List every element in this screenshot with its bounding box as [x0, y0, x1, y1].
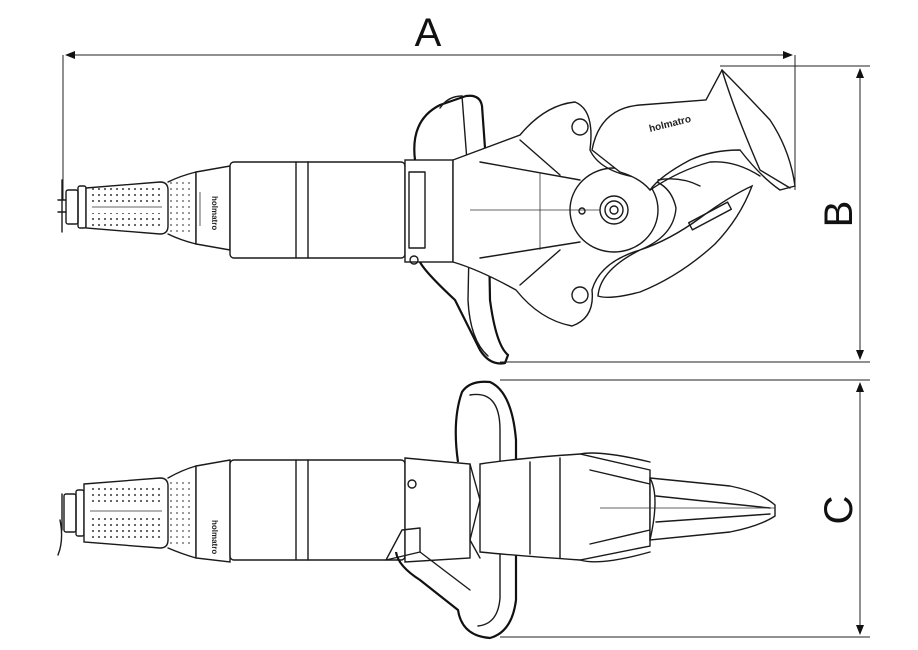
bottom-coupler: [57, 489, 85, 556]
top-coupler: [57, 179, 87, 233]
top-control-ring: holmatro: [195, 165, 231, 251]
top-grip: [85, 171, 197, 245]
bottom-control-ring: holmatro: [195, 459, 231, 563]
top-ring-logo: holmatro: [210, 196, 219, 230]
dimension-c: C: [500, 379, 870, 638]
dimension-a: A: [62, 11, 796, 200]
dimension-c-label: C: [817, 496, 861, 525]
top-upper-blade: holmatro: [591, 68, 796, 192]
bottom-cylinder: [229, 459, 406, 561]
dimension-b: B: [500, 65, 870, 363]
top-housing: [404, 159, 454, 265]
dimension-b-label: B: [817, 201, 861, 228]
top-carry-handle: [413, 94, 510, 365]
bottom-grip: [83, 465, 197, 559]
bottom-view-tool: holmatro: [57, 380, 776, 640]
bottom-housing: [385, 457, 481, 563]
top-view-tool: holmatro: [57, 68, 796, 365]
bottom-ring-logo: holmatro: [210, 520, 219, 554]
bottom-blades: [600, 477, 776, 541]
top-lower-blade: [597, 178, 754, 299]
dimension-a-label: A: [415, 11, 442, 55]
bottom-cutter-body: [479, 452, 651, 563]
top-cutter-body: [452, 101, 677, 327]
top-cylinder: [229, 161, 406, 259]
